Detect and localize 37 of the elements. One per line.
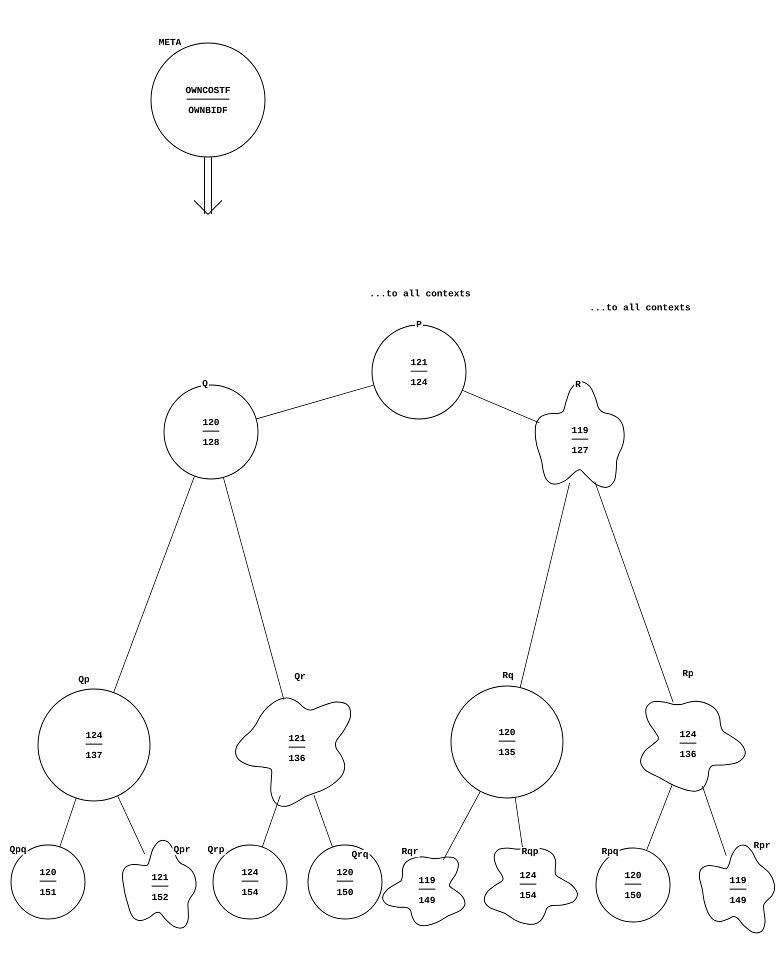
connector-line [702,786,727,856]
blob-node: 119 149 [382,856,466,926]
note-text: ...to all contexts [372,290,470,296]
circle-node: 120 135 [450,686,564,798]
connector-line [262,795,281,847]
node-heading: Q [201,378,209,390]
node-heading: Rp [681,668,695,680]
circle-node: 124 137 [38,688,150,802]
node-heading: P [415,320,423,328]
node-heading: Rpr [752,840,772,852]
node-heading: Qrq [350,850,370,860]
node-heading: Qr [293,672,307,682]
note-text: ...to all contexts [592,304,690,310]
connector-line [462,390,540,424]
node-heading: Rqp [520,846,540,858]
double-arrow [193,157,223,215]
connector-line [60,798,76,847]
connector-line [646,784,672,850]
connector-line [113,476,195,692]
node-heading: R [574,380,582,388]
connector-line [117,796,146,854]
connector-line [442,791,480,860]
connector-line [314,794,333,848]
node-heading: Qpq [8,844,28,856]
connector-line [594,481,674,703]
node-heading: Qp [77,674,91,686]
connector-line [223,477,284,700]
connector-line [520,482,570,688]
blob-node: 124 136 [640,700,746,792]
connector-line [256,384,374,420]
node-heading: Rpq [600,846,620,858]
node-heading: Qrp [206,844,226,856]
blob-node: 121 136 [235,697,352,807]
connector-line [514,798,523,848]
node-heading: Rqr [400,846,420,858]
node-heading: Qpr [172,844,192,856]
node-heading: Rq [501,670,515,682]
